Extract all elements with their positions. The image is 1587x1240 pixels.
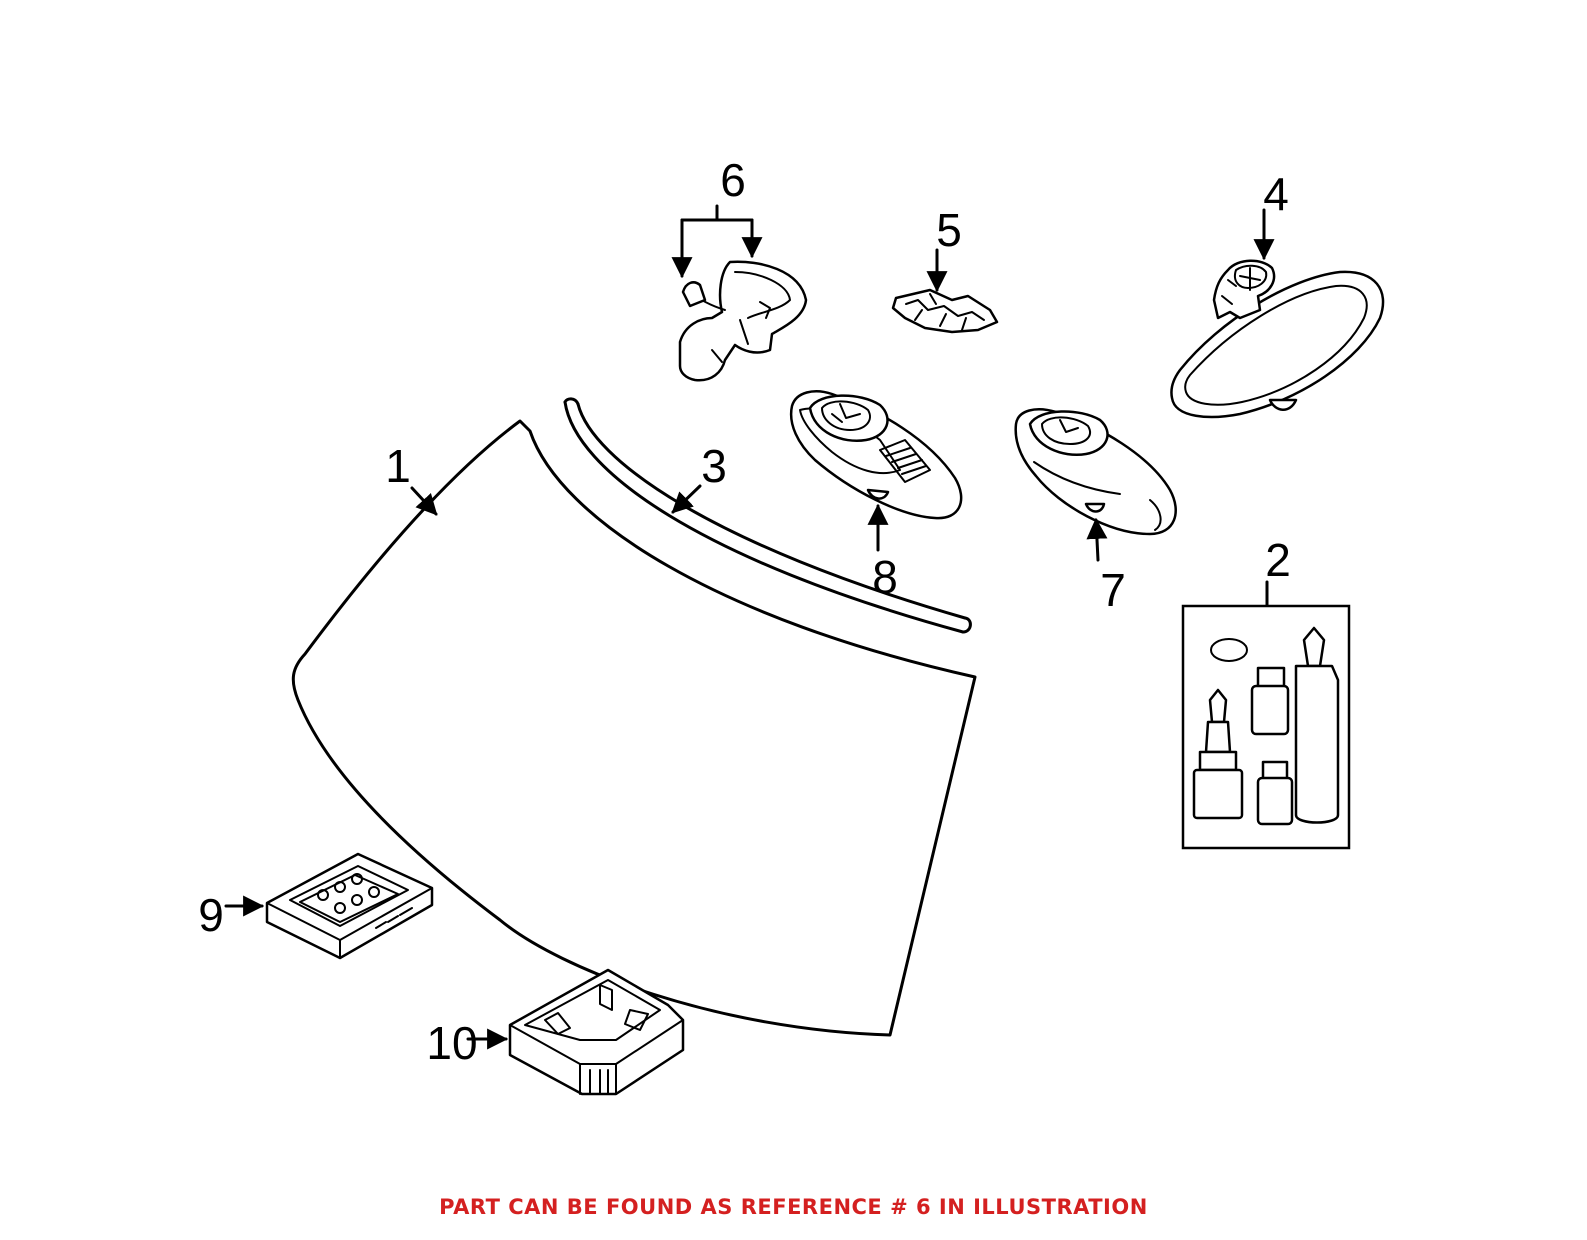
callout-4: 4 bbox=[1263, 168, 1289, 220]
leader-1 bbox=[410, 486, 438, 516]
housing-cover-part-10 bbox=[466, 968, 685, 1096]
callout-1: 1 bbox=[385, 440, 411, 492]
callout-7: 7 bbox=[1100, 564, 1126, 616]
repair-kit-part-2 bbox=[1181, 580, 1351, 850]
module-part-9 bbox=[224, 852, 434, 960]
leader-3 bbox=[671, 484, 702, 514]
bracket-part-5 bbox=[891, 248, 999, 334]
callout-2: 2 bbox=[1265, 534, 1291, 586]
callout-9: 9 bbox=[198, 889, 224, 941]
rear-view-mirror-part-4 bbox=[1170, 208, 1385, 419]
leader-6 bbox=[671, 204, 763, 279]
callout-10: 10 bbox=[426, 1017, 478, 1069]
mirror-part-7 bbox=[1014, 408, 1177, 562]
windshield-part-1 bbox=[291, 419, 977, 1037]
callout-3: 3 bbox=[701, 440, 727, 492]
callout-8: 8 bbox=[872, 551, 898, 603]
callout-6: 6 bbox=[720, 154, 746, 206]
mirror-cover-part-6 bbox=[678, 260, 808, 382]
reference-note: PART CAN BE FOUND AS REFERENCE # 6 IN IL… bbox=[439, 1195, 1148, 1219]
mirror-part-8 bbox=[789, 390, 963, 552]
callout-5: 5 bbox=[936, 204, 962, 256]
